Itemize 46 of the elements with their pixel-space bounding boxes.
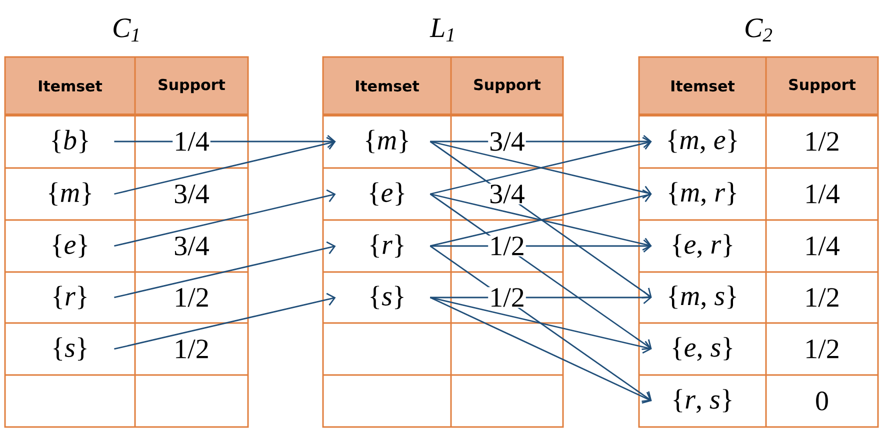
support-value: 3/4 [172, 184, 210, 204]
column-header: Support [474, 78, 541, 94]
arrow [114, 189, 336, 247]
support-value: 0 [814, 390, 830, 412]
arrow [114, 292, 336, 350]
itemset-cell: {m, r} [669, 182, 736, 206]
arrow [430, 193, 652, 350]
itemset-cell: {e} [370, 182, 404, 206]
itemset-cell: {s} [54, 337, 86, 361]
itemset-cell: {e, s} [672, 337, 732, 361]
column-header: Support [158, 78, 226, 94]
itemset-cell: {b} [52, 130, 88, 154]
support-value: 1/4 [172, 131, 210, 152]
column-header: Itemset [356, 80, 420, 92]
itemset-cell: {e, r} [672, 234, 732, 258]
itemset-cell: {r, s} [674, 389, 732, 413]
support-value: 1/4 [803, 184, 841, 204]
arrow [430, 296, 652, 404]
support-value: 1/4 [803, 236, 841, 256]
itemset-cell: {m, e} [668, 130, 737, 154]
support-value: 1/2 [172, 287, 210, 308]
support-value: 1/2 [172, 338, 210, 360]
support-value: 1/2 [803, 287, 841, 308]
itemset-cell: {m} [49, 182, 92, 206]
column-header: Support [789, 78, 856, 94]
support-value: 1/2 [803, 131, 841, 152]
support-value: 1/2 [803, 338, 841, 360]
support-value: 1/2 [488, 287, 526, 308]
itemset-cell: {m} [366, 130, 408, 154]
column-header: Itemset [38, 80, 102, 92]
node-label: L$_{1}$ [430, 18, 454, 42]
support-value: 1/2 [488, 236, 526, 256]
itemset-cell: {e} [52, 234, 88, 258]
itemset-cell: {r} [370, 234, 404, 258]
node-label: C$_{2}$ [746, 18, 772, 42]
itemset-cell: {r} [54, 286, 86, 310]
arrow [430, 296, 652, 354]
support-value: 3/4 [488, 184, 526, 204]
support-value: 3/4 [488, 131, 526, 152]
arrow [114, 241, 336, 298]
arrow [114, 136, 336, 195]
node-label: C$_{1}$ [114, 18, 138, 42]
support-value: 3/4 [172, 236, 210, 256]
itemset-cell: {s} [370, 286, 404, 310]
itemset-cell: {m, s} [669, 286, 736, 310]
column-header: Itemset [671, 80, 735, 92]
